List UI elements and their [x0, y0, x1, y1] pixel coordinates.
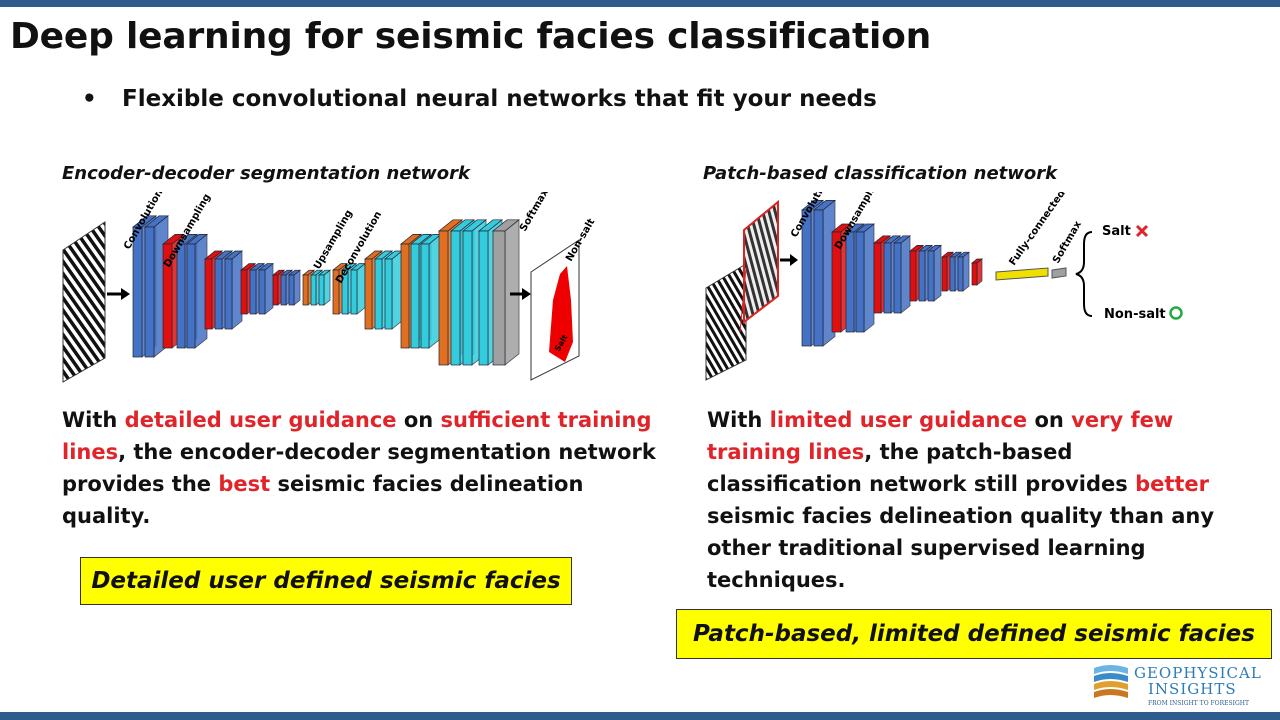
deconv-layer: [318, 269, 331, 306]
output-segmentation-map: [530, 239, 580, 381]
top-accent-bar: [0, 0, 1280, 7]
circle-icon: [1169, 306, 1183, 320]
highlight-sufficient-lines: sufficient training lines: [62, 408, 652, 464]
input-arrow-icon: [780, 254, 798, 266]
encoder-decoder-description: With detailed user guidance on sufficien…: [62, 408, 656, 528]
input-patch: [743, 199, 779, 325]
bottom-accent-bar: [0, 712, 1280, 720]
conv-layer: [224, 250, 243, 330]
patch-based-heading: Patch-based classification network: [703, 163, 1058, 184]
fully-connected-layer: [995, 267, 1049, 281]
bullet-icon: •: [82, 86, 97, 112]
deconv-layer: [350, 262, 366, 315]
label-softmax: Softmax: [518, 192, 551, 234]
highlight-few-lines: very few training lines: [707, 408, 1174, 464]
highlight-detailed-guidance: detailed user guidance: [124, 408, 397, 432]
patch-based-diagram: Salt Non-salt Convolution Downsampling F…: [705, 192, 1183, 381]
logo-waves-icon: [1094, 665, 1128, 698]
encoder-decoder-layer-stack: [132, 215, 520, 366]
softmax-layer: [1051, 267, 1067, 279]
bullet-item: • Flexible convolutional neural networks …: [82, 86, 877, 112]
label-softmax: Softmax: [1051, 219, 1084, 266]
conv-layer: [893, 235, 911, 314]
encoder-decoder-heading: Encoder-decoder segmentation network: [62, 163, 470, 184]
conv-layer: [186, 233, 208, 349]
encoder-decoder-diagram: Convolution Downsampling Upsampling Deco…: [62, 192, 595, 383]
deconv-layer: [420, 233, 442, 349]
callout-detailed-facies: Detailed user defined seismic facies: [80, 557, 572, 605]
logo-tagline: FROM INSIGHT TO FORESIGHT: [1148, 700, 1249, 707]
conv-layer: [957, 251, 970, 292]
softmax-layer: [492, 219, 520, 366]
brace-icon: [1075, 231, 1093, 317]
input-seismic-slab: [62, 221, 106, 383]
geophysical-insights-logo: GEOPHYSICAL INSIGHTS FROM INSIGHT TO FOR…: [1094, 664, 1262, 707]
slide-title: Deep learning for seismic facies classif…: [10, 16, 932, 57]
cross-icon: [1135, 224, 1149, 238]
highlight-better: better: [1135, 472, 1210, 496]
input-seismic-slab: [705, 263, 747, 381]
bullet-text: Flexible convolutional neural networks t…: [122, 86, 877, 112]
input-arrow-icon: [107, 288, 130, 300]
output-arrow-icon: [510, 288, 531, 300]
output-non-salt-label: Non-salt: [1104, 307, 1166, 322]
logo-line2: INSIGHTS: [1148, 680, 1237, 698]
conv-layer: [288, 269, 301, 306]
output-salt-label: Salt: [1102, 224, 1131, 239]
conv-layer: [927, 244, 942, 302]
pool-layer: [971, 258, 983, 286]
label-non-salt: Non-salt: [564, 217, 595, 264]
highlight-limited-guidance: limited user guidance: [769, 408, 1028, 432]
conv-layer: [855, 223, 875, 333]
callout-patch-facies: Patch-based, limited defined seismic fac…: [676, 609, 1272, 659]
conv-layer: [258, 262, 274, 315]
deconv-layer: [384, 250, 403, 330]
highlight-best: best: [218, 472, 271, 496]
patch-layer-stack: [801, 199, 983, 347]
logo-line1: GEOPHYSICAL: [1134, 664, 1262, 682]
patch-based-description: With limited user guidance on very few t…: [707, 408, 1215, 592]
